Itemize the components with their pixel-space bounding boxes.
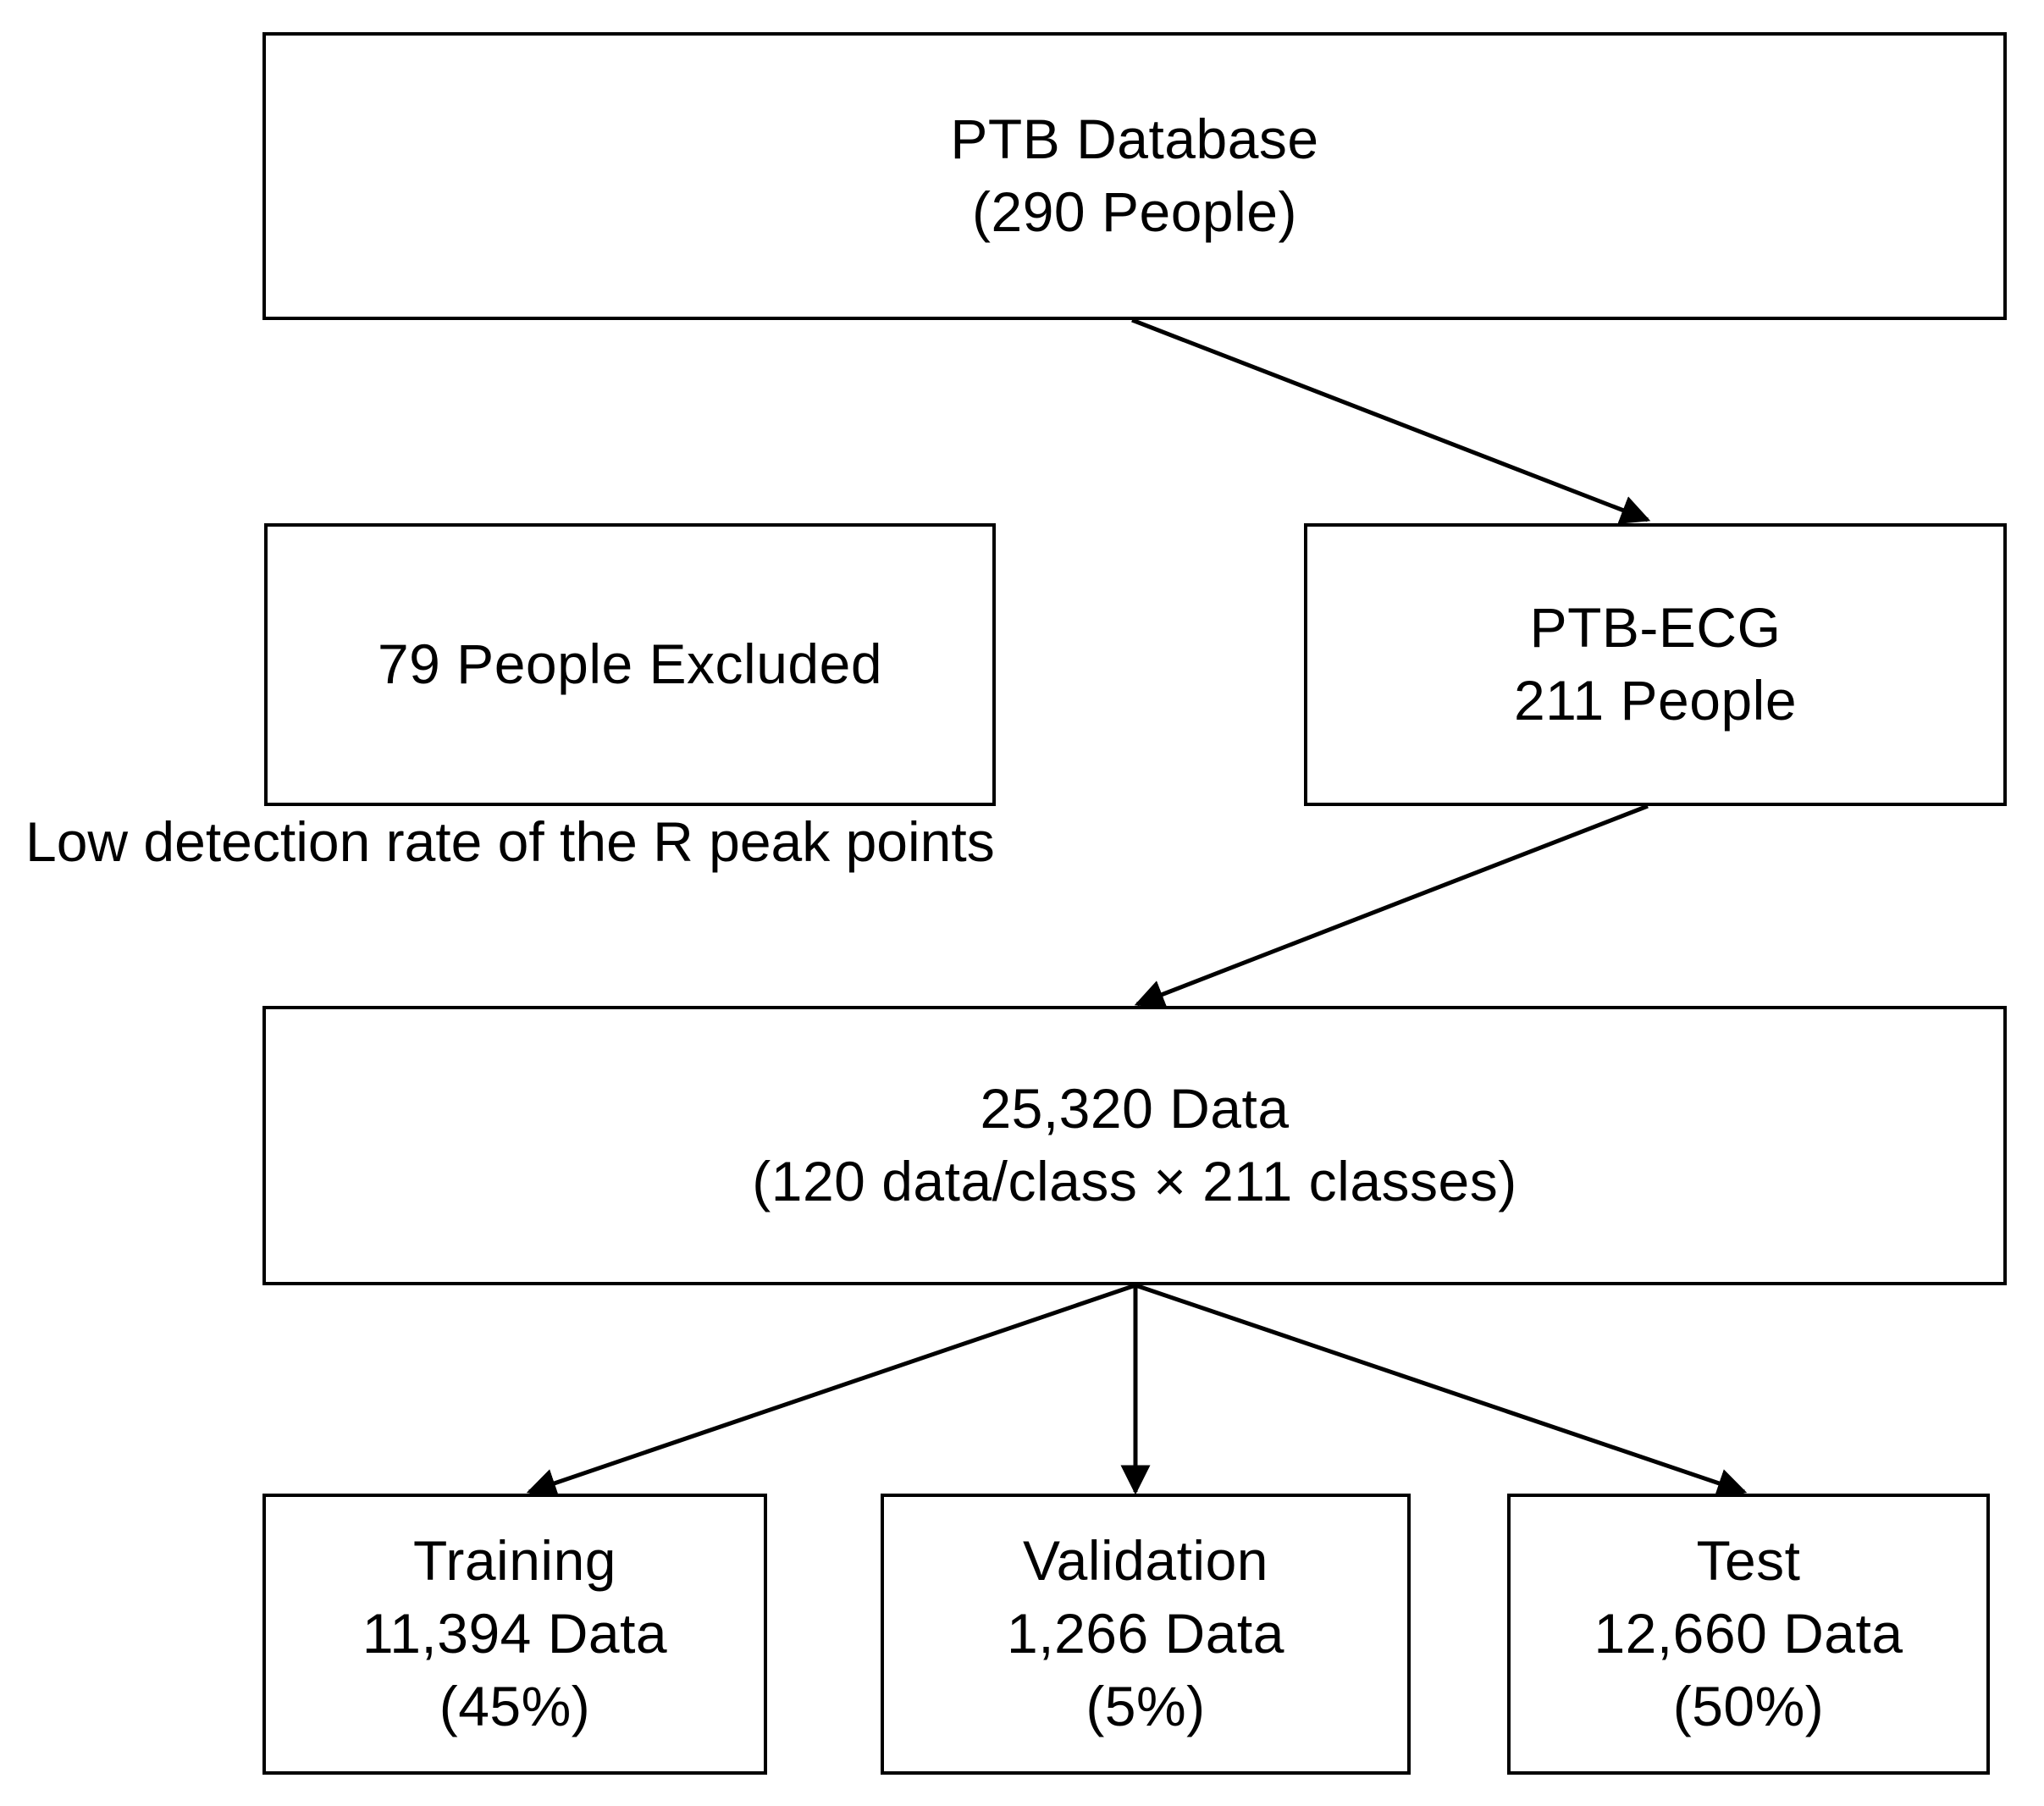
node-test-split: Test 12,660 Data (50%) bbox=[1507, 1494, 1990, 1775]
arrow-database-to-ptbecg bbox=[1131, 318, 1651, 524]
node-validation-split-line-2: 1,266 Data bbox=[1007, 1602, 1284, 1665]
node-validation-split: Validation 1,266 Data (5%) bbox=[881, 1494, 1411, 1775]
node-training-split-line-2: 11,394 Data bbox=[362, 1602, 668, 1665]
node-ptb-ecg-line-2: 211 People bbox=[1513, 669, 1798, 732]
arrow-dataset-to-test bbox=[1135, 1283, 1748, 1498]
node-training-split-line-3: (45%) bbox=[439, 1674, 591, 1737]
node-ptb-database-line-2: (290 People) bbox=[972, 180, 1297, 243]
node-people-excluded-line-1: 79 People Excluded bbox=[377, 632, 883, 696]
node-total-dataset: 25,320 Data (120 data/class × 211 classe… bbox=[262, 1006, 2007, 1285]
node-test-split-line-1: Test bbox=[1696, 1529, 1801, 1593]
node-total-dataset-line-2: (120 data/class × 211 classes) bbox=[752, 1150, 1517, 1212]
node-ptb-ecg-line-1: PTB-ECG bbox=[1529, 596, 1782, 660]
exclusion-reason-caption: Low detection rate of the R peak points bbox=[25, 810, 995, 873]
node-validation-split-line-3: (5%) bbox=[1086, 1674, 1206, 1737]
node-ptb-ecg: PTB-ECG 211 People bbox=[1304, 523, 2007, 806]
node-ptb-database: PTB Database (290 People) bbox=[262, 32, 2007, 320]
node-test-split-line-3: (50%) bbox=[1672, 1674, 1825, 1737]
node-total-dataset-line-1: 25,320 Data bbox=[980, 1077, 1290, 1140]
arrow-dataset-to-training bbox=[526, 1283, 1136, 1498]
node-ptb-database-line-1: PTB Database bbox=[950, 108, 1319, 171]
node-training-split-line-1: Training bbox=[413, 1529, 616, 1593]
node-people-excluded: 79 People Excluded bbox=[264, 523, 996, 806]
node-validation-split-line-1: Validation bbox=[1023, 1529, 1268, 1593]
node-test-split-line-2: 12,660 Data bbox=[1594, 1602, 1903, 1665]
node-training-split: Training 11,394 Data (45%) bbox=[262, 1494, 767, 1775]
arrow-ptbecg-to-dataset bbox=[1134, 804, 1649, 1008]
